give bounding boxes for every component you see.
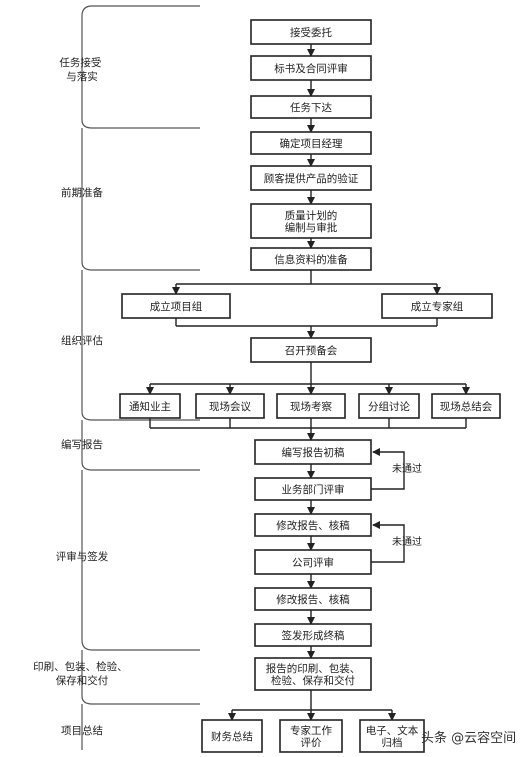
flow-step-box xyxy=(254,587,372,611)
phase-label: 编写报告 xyxy=(61,438,103,451)
flow-step-s11: 通知业主 xyxy=(119,393,181,419)
flow-step-label: 检验、保存和交付 xyxy=(271,674,355,687)
flow-step-s14: 分组讨论 xyxy=(358,393,420,419)
flow-step-s17: 业务部门评审 xyxy=(254,477,372,501)
flow-step-label: 质量计划的 xyxy=(285,209,338,222)
flow-step-s9: 成立专家组 xyxy=(381,293,493,319)
phase-brackets xyxy=(81,5,200,750)
flow-step-label: 财务总结 xyxy=(211,730,253,743)
feedback-note: 未通过 xyxy=(392,535,422,548)
flow-step-box xyxy=(431,393,501,419)
flow-step-box xyxy=(250,131,372,155)
flow-step-s13: 现场考察 xyxy=(276,393,346,419)
flow-step-label: 编写报告初稿 xyxy=(282,446,345,459)
connectors xyxy=(146,44,470,721)
flow-step-box xyxy=(250,95,372,119)
feedback-note: 未通过 xyxy=(392,462,422,475)
phase-label: 项目总结 xyxy=(61,724,103,737)
flow-step-box xyxy=(250,203,372,239)
flow-step-label: 电子、文本 xyxy=(366,724,419,737)
flow-step-box xyxy=(254,657,372,691)
flow-step-box xyxy=(276,393,346,419)
flow-step-label: 现场考察 xyxy=(290,400,332,413)
watermark-text: 头条 @云容空间 xyxy=(421,730,516,746)
flow-step-label: 成立专家组 xyxy=(411,300,464,313)
flow-step-box xyxy=(250,55,372,81)
phase-label: 前期准备 xyxy=(61,186,103,199)
flow-step-box xyxy=(121,293,231,319)
flow-step-s12: 现场会议 xyxy=(195,393,265,419)
flow-step-label: 修改报告、核稿 xyxy=(276,593,350,606)
flow-step-s20: 修改报告、核稿 xyxy=(254,587,372,611)
flow-step-label: 分组讨论 xyxy=(368,400,410,413)
flow-step-label: 召开预备会 xyxy=(285,344,338,357)
flow-step-box xyxy=(250,247,372,271)
flow-step-s4: 确定项目经理 xyxy=(250,131,372,155)
flow-step-label: 标书及合同评审 xyxy=(274,62,348,75)
flow-step-s23: 财务总结 xyxy=(201,719,263,753)
flow-step-s21: 签发形成终稿 xyxy=(254,623,372,647)
flow-step-label: 修改报告、核稿 xyxy=(276,519,350,532)
flow-step-s18: 修改报告、核稿 xyxy=(254,513,372,537)
flow-step-label: 归档 xyxy=(382,736,403,749)
flow-step-s10: 召开预备会 xyxy=(250,337,372,363)
flow-step-box xyxy=(254,477,372,501)
flow-step-box xyxy=(250,19,372,45)
flow-step-label: 签发形成终稿 xyxy=(282,629,345,642)
flow-step-label: 现场会议 xyxy=(209,400,251,413)
flow-step-box xyxy=(279,719,343,753)
flow-step-label: 接受委托 xyxy=(290,26,332,39)
flow-step-label: 编制与审批 xyxy=(285,221,338,234)
flow-step-label: 确定项目经理 xyxy=(280,137,343,150)
flow-step-label: 报告的印刷、包装、 xyxy=(266,662,361,675)
flow-step-label: 公司评审 xyxy=(292,556,334,569)
flow-step-label: 评价 xyxy=(301,737,322,749)
flow-step-box xyxy=(250,337,372,363)
flow-step-box xyxy=(254,623,372,647)
flow-step-box xyxy=(381,293,493,319)
flow-step-box xyxy=(119,393,181,419)
flow-step-s8: 成立项目组 xyxy=(121,293,231,319)
flow-step-label: 顾客提供产品的验证 xyxy=(264,172,359,185)
phase-label: 评审与签发 xyxy=(56,550,109,563)
flow-step-s5: 顾客提供产品的验证 xyxy=(250,165,372,191)
flow-step-box xyxy=(254,513,372,537)
phase-label: 印刷、包装、检验、 保存和交付 xyxy=(33,660,131,687)
flow-step-s3: 任务下达 xyxy=(250,95,372,119)
flow-step-s7: 信息资料的准备 xyxy=(250,247,372,271)
flow-step-s16: 编写报告初稿 xyxy=(254,439,372,465)
flow-step-label: 成立项目组 xyxy=(150,300,203,313)
flow-step-label: 业务部门评审 xyxy=(282,483,345,496)
flow-step-box xyxy=(195,393,265,419)
phase-labels: 任务接受 与落实 前期准备 组织评估 编写报告 评审与签发 印刷、包装、检验、 … xyxy=(33,56,131,737)
flow-step-box xyxy=(358,393,420,419)
flow-step-box xyxy=(254,439,372,465)
flow-step-box xyxy=(201,719,263,753)
step-boxes: 接受委托标书及合同评审任务下达确定项目经理顾客提供产品的验证质量计划的编制与审批… xyxy=(119,19,501,753)
flow-step-label: 现场总结会 xyxy=(440,400,493,413)
flow-step-label: 任务下达 xyxy=(290,101,332,114)
phase-label: 组织评估 xyxy=(61,334,103,347)
flow-step-s19: 公司评审 xyxy=(254,549,372,575)
flow-step-box xyxy=(254,549,372,575)
flow-step-label: 信息资料的准备 xyxy=(274,253,348,266)
flow-step-label: 专家工作 xyxy=(290,724,332,737)
flow-step-s15: 现场总结会 xyxy=(431,393,501,419)
flow-step-label: 通知业主 xyxy=(129,400,171,413)
flow-step-s2: 标书及合同评审 xyxy=(250,55,372,81)
flow-step-s22: 报告的印刷、包装、检验、保存和交付 xyxy=(254,657,372,691)
flow-step-box xyxy=(359,719,425,753)
flow-step-s1: 接受委托 xyxy=(250,19,372,45)
flow-step-box xyxy=(250,165,372,191)
phase-label: 任务接受 与落实 xyxy=(59,56,104,83)
